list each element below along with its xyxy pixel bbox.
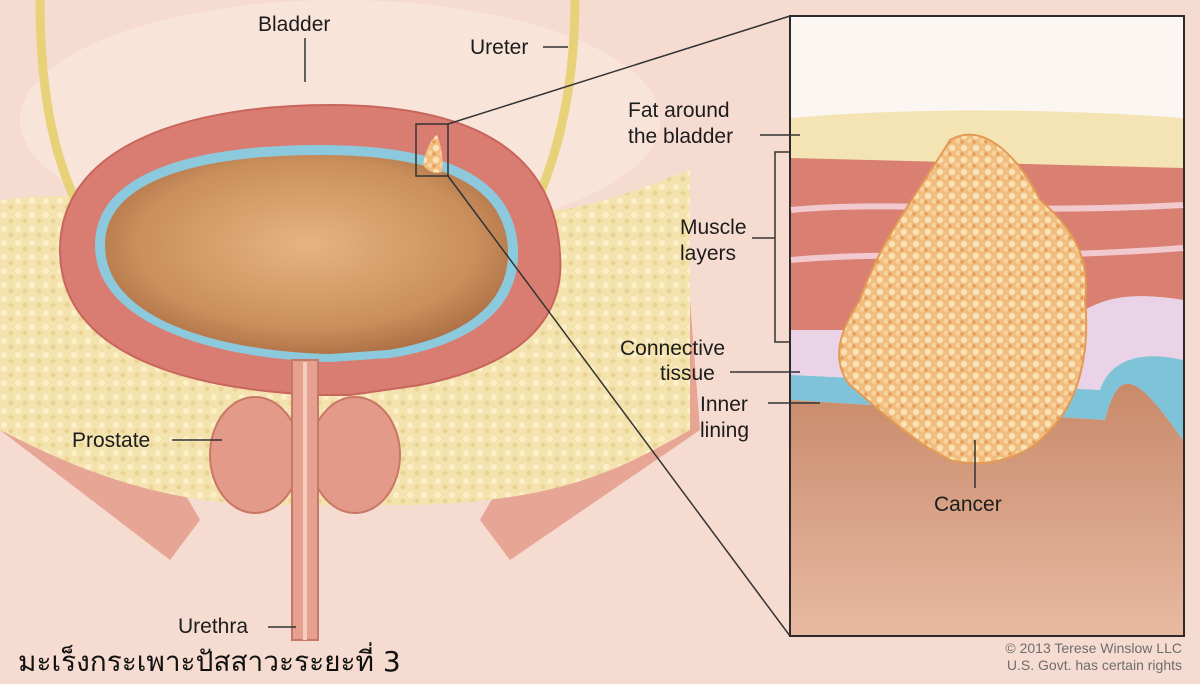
- bladder-lumen: [105, 155, 509, 354]
- muscle-bracket: [774, 151, 790, 343]
- tumor-small: [423, 135, 443, 173]
- label-ureter: Ureter: [470, 36, 529, 59]
- inset-tumor: [838, 133, 1088, 465]
- zoom-line-top: [447, 15, 791, 125]
- label-cancer: Cancer: [934, 493, 1002, 516]
- label-connective-1: Connective: [620, 337, 726, 360]
- label-muscle-1: Muscle: [680, 216, 747, 239]
- page-title: มะเร็งกระเพาะปัสสาวะระยะที่ 3: [18, 645, 401, 678]
- label-muscle-2: layers: [680, 242, 737, 265]
- label-inner-2: lining: [700, 419, 750, 442]
- right-ureter: [530, 0, 580, 207]
- credit-line-1: © 2013 Terese Winslow LLC: [1005, 640, 1182, 656]
- prostate-right-lobe: [309, 396, 401, 514]
- zoom-line-bottom: [447, 175, 791, 637]
- credit-line-2: U.S. Govt. has certain rights: [1006, 657, 1182, 673]
- label-fat-around-1: Fat around: [628, 99, 730, 122]
- label-bladder: Bladder: [258, 13, 331, 36]
- left-ureter: [35, 0, 85, 213]
- prostate-left-lobe: [209, 396, 301, 514]
- copyright-credit: © 2013 Terese Winslow LLC U.S. Govt. has…: [1005, 640, 1182, 674]
- inset-panel: [774, 15, 1185, 637]
- label-urethra: Urethra: [178, 615, 249, 638]
- label-fat-around-2: the bladder: [628, 125, 734, 148]
- leader-lines: [172, 38, 976, 628]
- label-prostate: Prostate: [72, 429, 151, 452]
- inset-lumen: [791, 383, 1183, 635]
- label-connective-2: tissue: [660, 362, 715, 385]
- label-inner-1: Inner: [700, 393, 748, 416]
- zoom-box: [415, 123, 449, 177]
